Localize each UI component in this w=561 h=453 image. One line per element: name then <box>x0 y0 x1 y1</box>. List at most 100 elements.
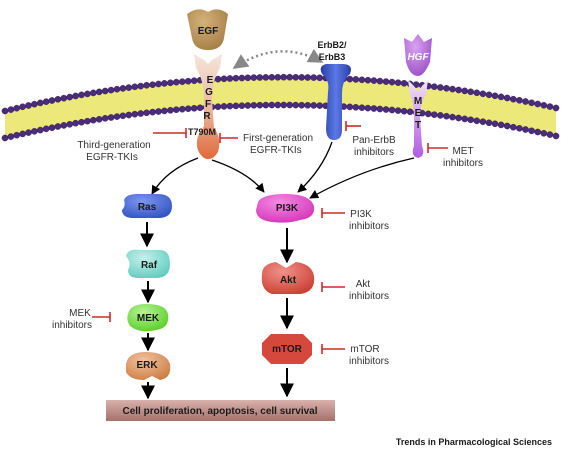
membrane-inner-head <box>467 116 475 124</box>
membrane-inner-head <box>388 106 396 114</box>
membrane-outer-head <box>250 74 258 81</box>
membrane-outer-head <box>449 85 456 93</box>
ras-label: Ras <box>138 202 157 213</box>
membrane-outer-head <box>534 100 542 108</box>
pi3k-inhibitor-label: PI3K inhibitors <box>349 209 389 232</box>
membrane-outer-head <box>90 89 97 97</box>
membrane-inner-head <box>190 105 198 112</box>
cell-membrane <box>1 73 560 142</box>
membrane-outer-head <box>522 98 529 105</box>
membrane-inner-head <box>485 119 493 127</box>
membrane-inner-head <box>161 107 168 115</box>
outcome-label: Cell proliferation, apoptosis, cell surv… <box>122 406 317 417</box>
membrane-inner-head <box>131 110 139 118</box>
membrane-outer-head <box>485 91 493 99</box>
membrane-outer-head <box>467 88 475 96</box>
membrane-inner-head <box>250 102 258 109</box>
membrane-outer-head <box>78 91 85 99</box>
hgf-ligand: HGF <box>404 34 432 76</box>
membrane-inner-head <box>540 129 548 137</box>
third-gen-line2: EGFR-TKIs <box>86 152 138 163</box>
membrane-inner-head <box>244 102 252 109</box>
membrane-outer-head <box>497 93 505 101</box>
met-receptor: M E T <box>408 80 428 158</box>
membrane-outer-head <box>370 77 378 84</box>
membrane-inner-head <box>352 104 360 111</box>
membrane-inner-head <box>400 107 408 115</box>
membrane-inner-head <box>25 129 32 136</box>
erbb-label-line2: ErbB3 <box>319 52 346 62</box>
membrane-outer-head <box>268 74 276 81</box>
outcome-box: Cell proliferation, apoptosis, cell surv… <box>106 400 335 421</box>
membrane-outer-head <box>364 76 372 84</box>
t790m-label: T790M <box>188 127 216 137</box>
met-letter-e: E <box>415 108 422 119</box>
membrane-outer-head <box>479 90 487 98</box>
membrane-outer-head <box>286 73 294 81</box>
pi3k-node: PI3K <box>256 194 315 223</box>
mek-label: MEK <box>137 313 160 324</box>
membrane-inner-head <box>60 122 68 129</box>
membrane-inner-head <box>178 105 186 113</box>
membrane-inner-head <box>54 123 62 130</box>
pan-erbb-line1: Pan-ErbB <box>352 135 396 146</box>
erk-label: ERK <box>136 360 158 371</box>
membrane-outer-head <box>382 78 390 85</box>
membrane-inner-head <box>37 126 44 134</box>
egfr-letter-r: R <box>203 111 211 122</box>
akt-label: Akt <box>280 275 297 286</box>
membrane-inner-head <box>66 121 73 128</box>
erbb-label-line1: ErbB2/ <box>317 40 347 50</box>
first-gen-line1: First-generation <box>243 133 313 144</box>
membrane-inner-head <box>316 102 324 109</box>
membrane-inner-head <box>430 111 438 118</box>
membrane-outer-head <box>292 74 300 81</box>
membrane-outer-head <box>31 100 38 108</box>
membrane-outer-head <box>437 84 444 91</box>
membrane-outer-head <box>66 93 73 101</box>
ras-node: Ras <box>122 194 172 218</box>
membrane-outer-head <box>473 89 481 97</box>
membrane-outer-head <box>352 76 360 83</box>
egf-label: EGF <box>198 26 219 37</box>
membrane-outer-head <box>172 78 180 86</box>
membrane-inner-head <box>72 119 79 127</box>
membrane-outer-head <box>101 87 109 95</box>
membrane-outer-head <box>95 88 103 96</box>
membrane-outer-head <box>274 74 282 81</box>
met-inhibitors-line2: inhibitors <box>443 158 483 169</box>
membrane-inner-head <box>546 131 554 138</box>
membrane-outer-head <box>125 84 133 91</box>
membrane-outer-head <box>143 82 150 89</box>
first-gen-inhibition-bar <box>219 133 238 143</box>
akt-inhibition-bar <box>321 282 345 292</box>
egfr-letter-f: F <box>205 99 211 110</box>
membrane-outer-head <box>226 75 234 82</box>
membrane-inner-head <box>298 101 306 109</box>
egfr-receptor: E G F R T790M <box>188 54 222 160</box>
membrane-outer-head <box>161 80 168 87</box>
membrane-inner-head <box>364 104 372 112</box>
membrane-inner-head <box>84 117 91 125</box>
membrane-inner-head <box>443 112 450 120</box>
membrane-inner-head <box>42 125 50 133</box>
membrane-inner-head <box>226 102 234 110</box>
membrane-inner-head <box>497 121 505 129</box>
membrane-outer-head <box>214 75 222 83</box>
membrane-outer-head <box>84 90 91 98</box>
membrane-inner-head <box>167 107 174 114</box>
membrane-inner-head <box>268 101 276 109</box>
membrane-inner-head <box>90 116 97 124</box>
membrane-outer-head <box>262 74 270 81</box>
membrane-outer-head <box>552 104 560 112</box>
membrane-inner-head <box>280 101 288 109</box>
mtor-inhibitors-line2: inhibitors <box>349 356 389 367</box>
membrane-inner-head <box>346 103 354 111</box>
membrane-inner-head <box>528 127 535 135</box>
membrane-outer-head <box>54 96 62 103</box>
membrane-inner-head <box>304 102 312 109</box>
receptor-activation-arrows <box>151 141 415 199</box>
akt-inhibitors-line2: inhibitors <box>349 291 389 302</box>
mtor-inhibition-bar <box>321 344 345 354</box>
pi3k-inhibitors-line2: inhibitors <box>349 221 389 232</box>
